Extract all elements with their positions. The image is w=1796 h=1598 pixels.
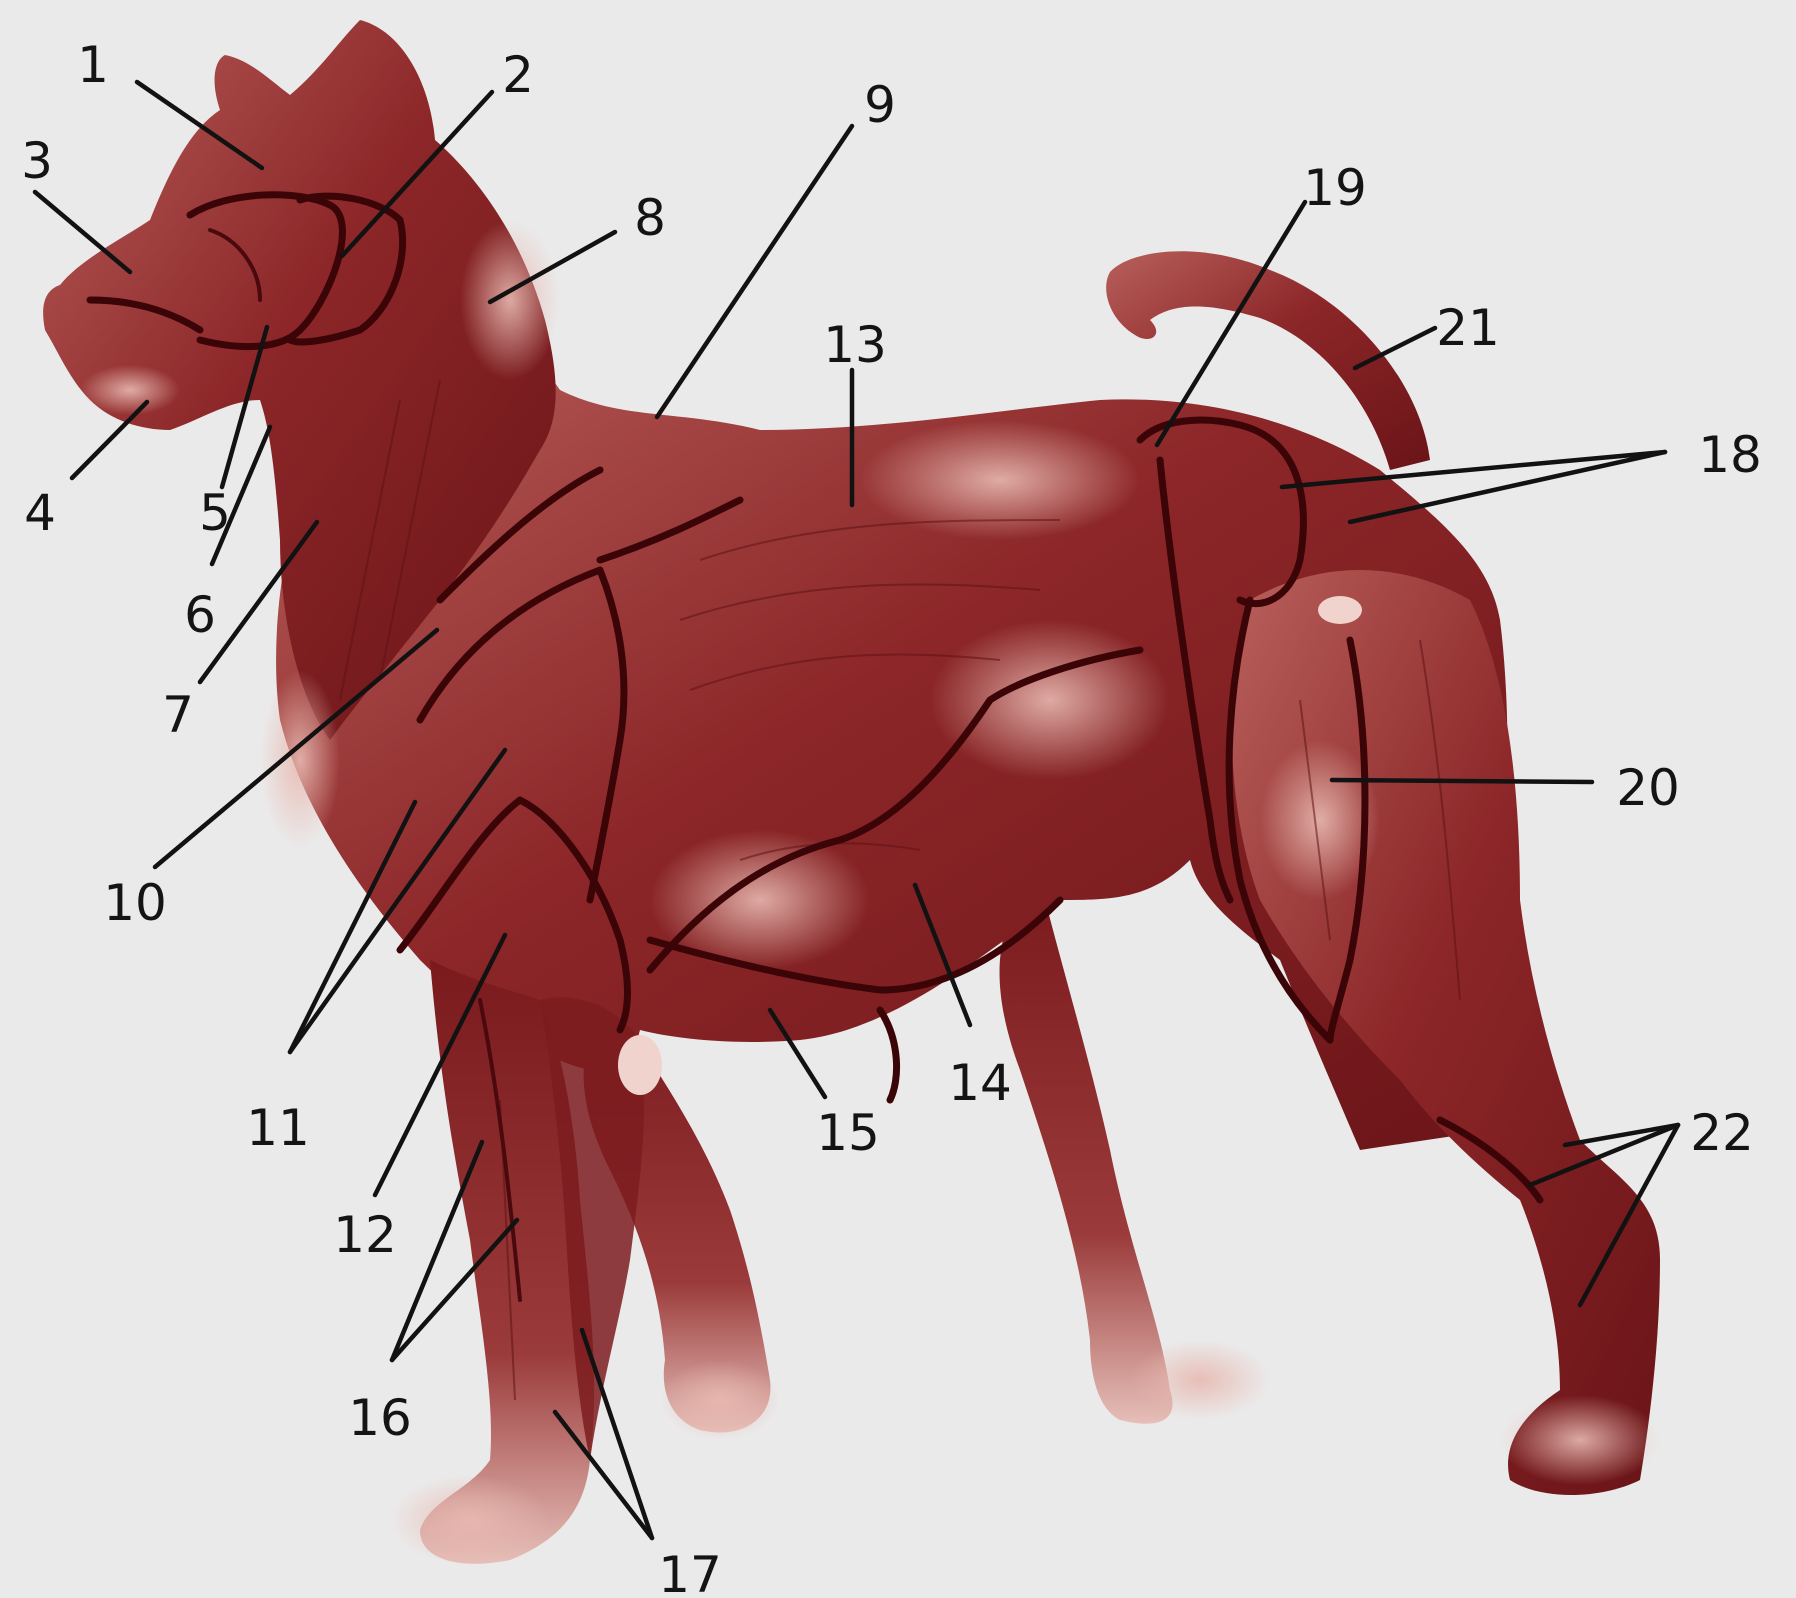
label-18: 18 <box>1698 426 1762 484</box>
label-12: 12 <box>333 1206 397 1264</box>
muzzle-highlight <box>80 365 180 415</box>
label-3: 3 <box>21 132 53 190</box>
far-front-paw-highlight <box>660 1360 780 1440</box>
label-20: 20 <box>1616 759 1680 817</box>
leader-20 <box>1332 780 1592 782</box>
neck-highlight <box>460 220 560 380</box>
label-21: 21 <box>1436 299 1500 357</box>
label-16: 16 <box>348 1389 412 1447</box>
label-9: 9 <box>864 76 896 134</box>
label-8: 8 <box>634 189 666 247</box>
chest-highlight <box>260 670 340 850</box>
hock-highlight <box>1318 596 1362 624</box>
far-hind-leg <box>1000 880 1173 1424</box>
leader-22a <box>1565 1125 1678 1145</box>
label-17: 17 <box>658 1546 722 1598</box>
hind-paw-highlight <box>1500 1395 1660 1485</box>
leader-16a <box>392 1142 482 1360</box>
label-5: 5 <box>199 484 231 542</box>
label-7: 7 <box>162 686 194 744</box>
near-hind-leg <box>1232 570 1660 1495</box>
elbow-highlight <box>618 1035 662 1095</box>
label-2: 2 <box>502 46 534 104</box>
label-10: 10 <box>103 874 167 932</box>
flank-highlight <box>930 620 1170 780</box>
label-1: 1 <box>77 36 109 94</box>
label-13: 13 <box>823 316 887 374</box>
label-6: 6 <box>184 586 216 644</box>
dog-illustration <box>43 20 1660 1565</box>
back-highlight <box>860 420 1140 540</box>
label-22: 22 <box>1690 1104 1754 1162</box>
leader-3 <box>35 192 130 272</box>
label-14: 14 <box>948 1054 1012 1112</box>
label-11: 11 <box>246 1099 310 1157</box>
label-19: 19 <box>1303 159 1367 217</box>
far-hind-paw-highlight <box>1130 1340 1270 1420</box>
label-15: 15 <box>816 1104 880 1162</box>
label-4: 4 <box>24 484 56 542</box>
front-paw-highlight <box>390 1475 550 1565</box>
